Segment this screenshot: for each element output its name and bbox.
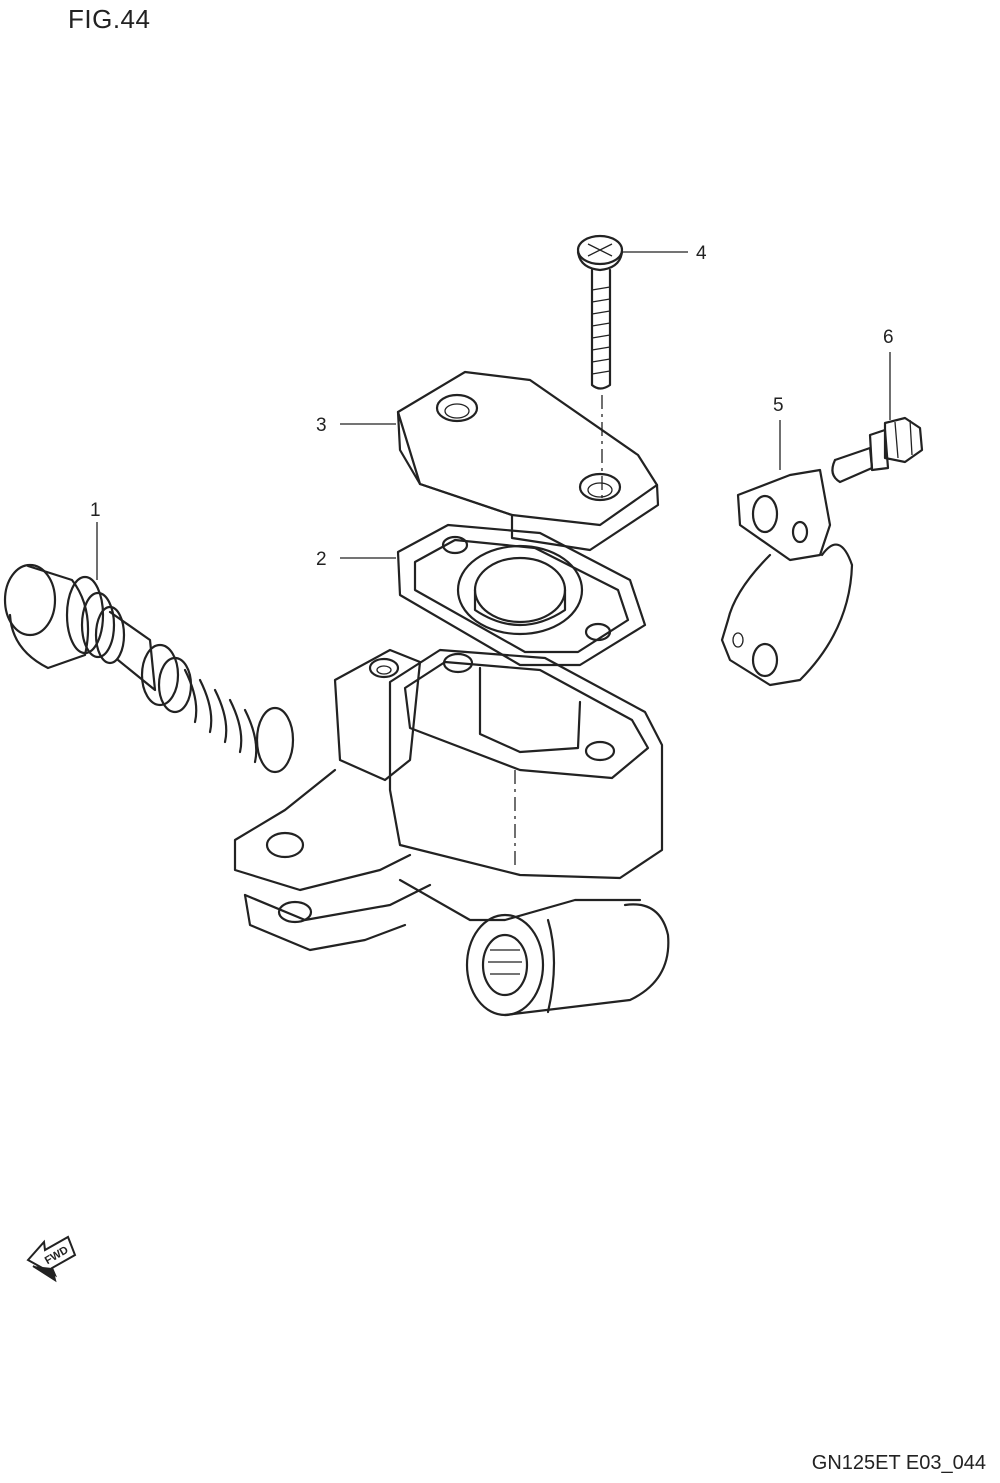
callout-6: 6 <box>883 327 894 348</box>
callout-2: 2 <box>316 549 327 570</box>
callout-3: 3 <box>316 415 327 436</box>
part-1-piston-set <box>3 563 295 774</box>
part-3-reservoir-cap <box>396 370 660 552</box>
figure-title: FIG.44 <box>68 4 151 34</box>
part-5-clamp <box>720 468 854 687</box>
part-4-screw <box>576 234 624 390</box>
forward-direction-arrow: FWD <box>26 1235 77 1283</box>
part-6-bolt <box>831 416 924 484</box>
part-2-diaphragm <box>396 523 647 667</box>
callout-5: 5 <box>773 395 784 416</box>
master-cylinder-body <box>233 648 670 1017</box>
callout-1: 1 <box>90 500 101 521</box>
diagram-code: GN125ET E03_044 <box>811 1452 986 1474</box>
callout-4: 4 <box>696 243 707 264</box>
